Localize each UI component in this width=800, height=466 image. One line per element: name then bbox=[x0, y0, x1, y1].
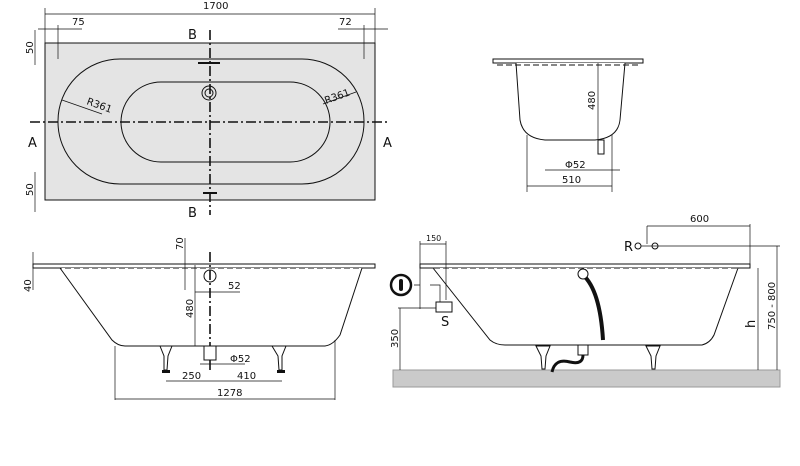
section-b-label-bottom: B bbox=[188, 206, 197, 221]
end-section-view: 480 Φ52 510 bbox=[492, 58, 644, 192]
dim-leg-left: 250 bbox=[182, 371, 201, 382]
dim-overall-length: 1700 bbox=[203, 1, 228, 12]
tap-label: R bbox=[624, 240, 633, 255]
dim-end-depth: 480 bbox=[587, 91, 598, 110]
dim-right-offset: 72 bbox=[339, 17, 352, 28]
dim-wall-offset: 150 bbox=[426, 234, 441, 243]
dim-overflow-diameter: 52 bbox=[228, 281, 241, 292]
dim-overflow-offset: 70 bbox=[175, 237, 186, 250]
floor bbox=[392, 369, 781, 388]
drain-icon bbox=[203, 345, 217, 361]
leg-left bbox=[535, 345, 551, 370]
installation-view: 600 R 150 S 350 h 750 - 800 bbox=[389, 214, 781, 388]
leg-left bbox=[159, 345, 173, 373]
dim-bottom-length: 1278 bbox=[217, 388, 242, 399]
install-tub-outline bbox=[432, 267, 739, 346]
long-section-outline bbox=[59, 267, 363, 347]
dim-height-range: 750 - 800 bbox=[767, 282, 778, 330]
dim-long-drain: Φ52 bbox=[230, 354, 251, 365]
drain-icon bbox=[201, 85, 217, 101]
dim-leg-right: 410 bbox=[237, 371, 256, 382]
dim-left-offset: 75 bbox=[72, 17, 85, 28]
section-b-label-top: B bbox=[188, 28, 197, 43]
plan-view: 1700 75 72 50 50 R361 R361 A A B B bbox=[25, 1, 392, 221]
leg-right bbox=[645, 345, 661, 370]
dim-long-depth: 480 bbox=[185, 299, 196, 318]
dim-rim-height: 40 bbox=[23, 279, 34, 292]
tap-icon bbox=[634, 242, 642, 250]
section-a-label-left: A bbox=[28, 136, 37, 151]
drain-trap bbox=[550, 354, 585, 373]
supply-label: S bbox=[441, 315, 449, 330]
leg-right bbox=[271, 345, 287, 373]
dim-supply-height: 350 bbox=[390, 329, 401, 348]
end-section-outline bbox=[515, 62, 626, 141]
dim-tap-distance: 600 bbox=[690, 214, 709, 225]
long-section-view: 40 70 52 480 Φ52 250 410 1278 bbox=[23, 237, 376, 400]
dim-top-margin: 50 bbox=[25, 41, 36, 54]
dim-bottom-margin: 50 bbox=[25, 183, 36, 196]
section-a-label-right: A bbox=[383, 136, 392, 151]
height-label: h bbox=[744, 320, 759, 328]
dim-end-bottom-width: 510 bbox=[562, 175, 581, 186]
dim-end-drain: Φ52 bbox=[565, 160, 586, 171]
